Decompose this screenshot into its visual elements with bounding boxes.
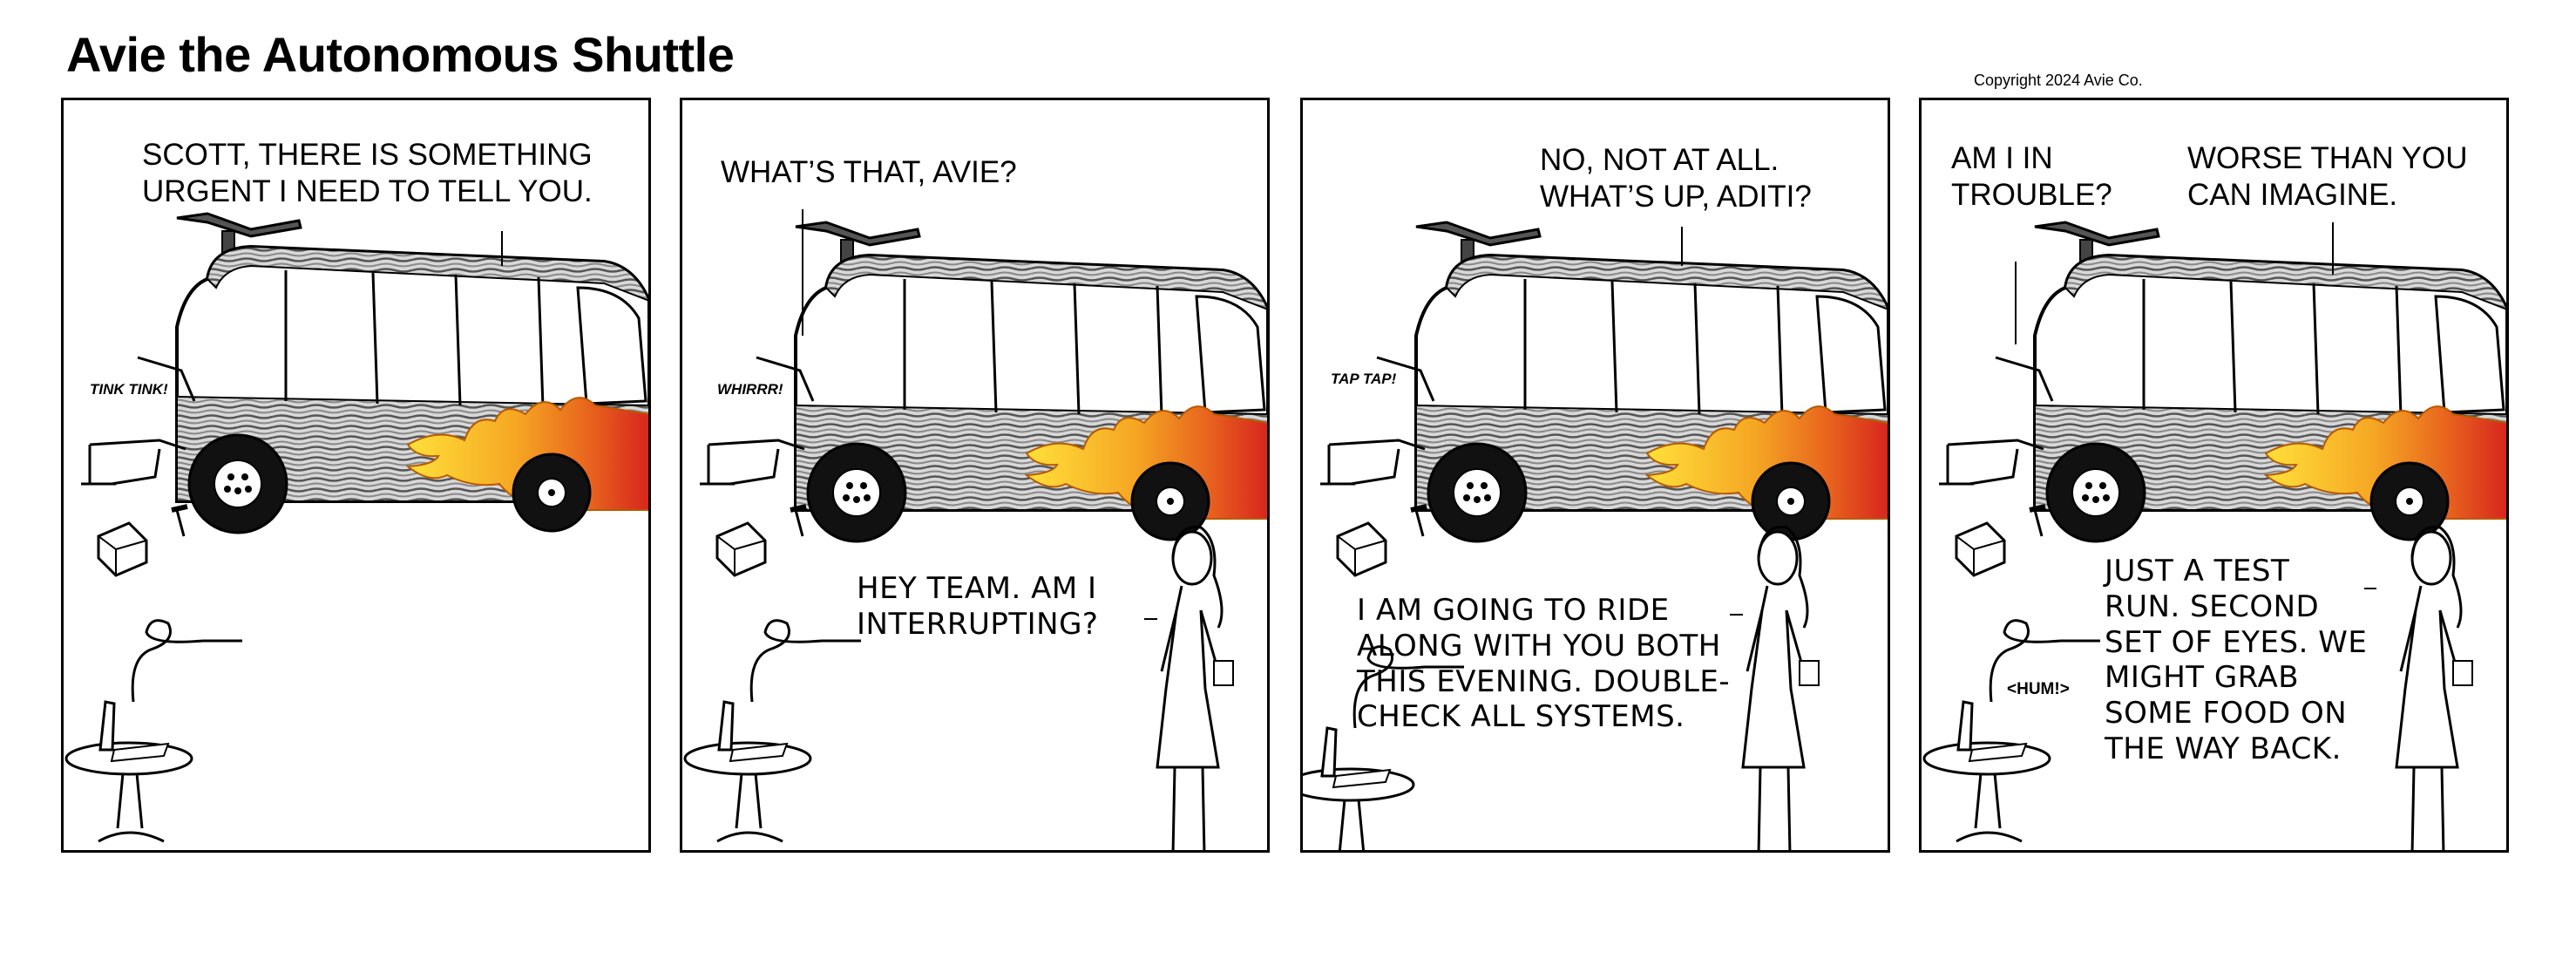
comic-panel-3: NO, NOT AT ALL. WHAT’S UP, ADITI? I AM G… <box>1300 98 1890 853</box>
panel-1-artwork <box>64 212 648 843</box>
speech-aditi-test-run: JUST A TEST RUN. SECOND SET OF EYES. WE … <box>2105 554 2368 766</box>
sound-effect-whirrr: WHIRRR! <box>717 381 783 398</box>
speech-avie-urgent: SCOTT, THERE IS SOMETHING URGENT I NEED … <box>142 138 593 208</box>
speech-scott-not-at-all: NO, NOT AT ALL. WHAT’S UP, ADITI? <box>1540 143 1812 214</box>
speech-aditi-interrupting: HEY TEAM. AM I INTERRUPTING? <box>857 571 1099 642</box>
speech-aditi-ride-along: I AM GOING TO RIDE ALONG WITH YOU BOTH T… <box>1357 593 1731 735</box>
sound-effect-tink: TINK TINK! <box>90 381 168 398</box>
speech-avie-worse: WORSE THAN YOU CAN IMAGINE. <box>2187 141 2468 212</box>
comic-panel-2: WHAT’S THAT, AVIE? HEY TEAM. AM I INTERR… <box>680 98 1270 853</box>
comic-panel-4: AM I IN TROUBLE? WORSE THAN YOU CAN IMAG… <box>1919 98 2509 853</box>
sound-effect-hum: <HUM!> <box>2007 680 2070 698</box>
comic-panel-1: SCOTT, THERE IS SOMETHING URGENT I NEED … <box>61 98 651 853</box>
panel-2-artwork <box>683 209 1267 850</box>
panel-3-artwork <box>1303 221 1888 850</box>
comic-title: Avie the Autonomous Shuttle <box>66 27 735 82</box>
copyright-notice: Copyright 2024 Avie Co. <box>1974 71 2143 89</box>
panel-4-artwork <box>1922 221 2506 850</box>
sound-effect-tap: TAP TAP! <box>1331 371 1397 387</box>
speech-scott-whats-that: WHAT’S THAT, AVIE? <box>721 155 1017 189</box>
speech-scott-in-trouble: AM I IN TROUBLE? <box>1951 141 2112 212</box>
